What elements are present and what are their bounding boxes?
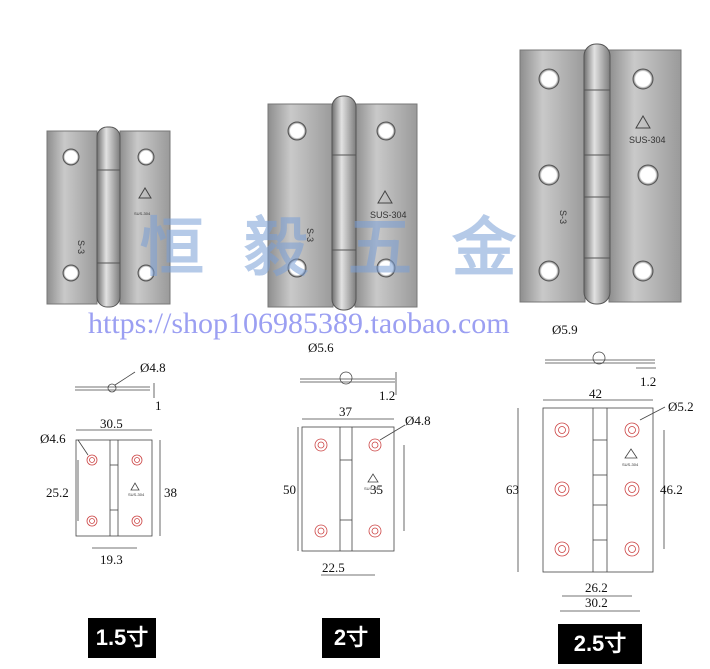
watermark-url: https://shop106985389.taobao.com xyxy=(88,307,510,340)
dim-thick-2-5: 1.2 xyxy=(640,374,656,389)
dim-height-1-5: 38 xyxy=(164,485,177,500)
dim-hspace-outer-2-5: 30.2 xyxy=(585,595,608,610)
hinge-photo-2-5: SUS-304 S-3 xyxy=(519,43,682,305)
dim-height-2: 50 xyxy=(283,482,296,497)
dim-width-2-5: 42 xyxy=(589,386,602,401)
dim-pin-1-5: Ø4.8 xyxy=(140,360,166,375)
drawing-2-5 xyxy=(517,351,666,612)
dim-hole-2-5: Ø5.2 xyxy=(668,399,694,414)
dim-pin-2: Ø5.6 xyxy=(308,340,334,355)
drawing-stamp-2-5: SUS-304 xyxy=(622,462,639,467)
watermark-chinese: 恒毅五金 xyxy=(140,211,556,286)
dim-height-2-5: 63 xyxy=(506,482,519,497)
photo-model-3: S-3 xyxy=(558,210,568,224)
dim-vspace-1-5: 25.2 xyxy=(46,485,69,500)
size-label-2-5: 2.5寸 xyxy=(558,624,642,664)
dim-hole-1-5: Ø4.6 xyxy=(40,431,66,446)
size-label-1-5: 1.5寸 xyxy=(88,618,156,658)
dim-vspace-2: 35 xyxy=(370,482,383,497)
dim-thick-2: 1.2 xyxy=(379,388,395,403)
dim-pin-2-5: Ø5.9 xyxy=(552,322,578,337)
drawing-stamp-2: SUS-304 xyxy=(364,486,381,491)
drawing-1-5 xyxy=(75,371,161,549)
size-label-2: 2寸 xyxy=(322,618,380,658)
photo-stamp-3: SUS-304 xyxy=(629,135,666,145)
drawing-2 xyxy=(297,371,406,576)
photo-stamp-1: SUS-304 xyxy=(134,211,151,216)
hinge-photo-1-5: SUS-304 S-3 xyxy=(46,126,171,308)
photo-model-1: S-3 xyxy=(76,240,86,254)
dim-vspace-2-5: 46.2 xyxy=(660,482,683,497)
dim-hole-2: Ø4.8 xyxy=(405,413,431,428)
dim-hspace-1-5: 19.3 xyxy=(100,552,123,567)
dim-hspace-inner-2-5: 26.2 xyxy=(585,580,608,595)
dim-width-1-5: 30.5 xyxy=(100,416,123,431)
dim-width-2: 37 xyxy=(339,404,353,419)
dim-hspace-2: 22.5 xyxy=(322,560,345,575)
drawing-stamp-1-5: SUS-304 xyxy=(128,492,145,497)
photo-stamp-2: SUS-304 xyxy=(370,210,407,220)
photo-model-2: S-3 xyxy=(305,228,315,242)
dim-thick-1-5: 1 xyxy=(155,398,162,413)
hinge-photo-2: SUS-304 S-3 xyxy=(267,95,418,311)
